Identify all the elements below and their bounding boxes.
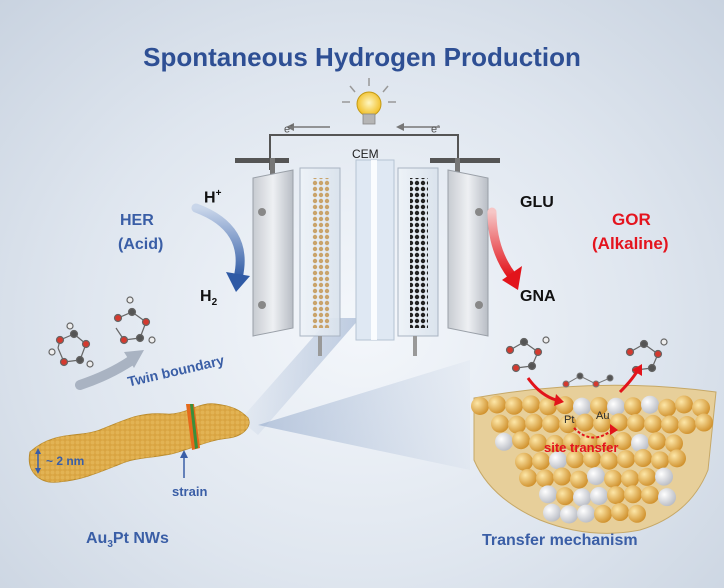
surface-atom bbox=[658, 488, 676, 506]
surface-atom bbox=[627, 414, 645, 432]
surface-atom bbox=[675, 395, 693, 413]
surface-atom bbox=[573, 488, 591, 506]
surface-atom bbox=[634, 449, 652, 467]
glucose-molecule-left-2 bbox=[115, 297, 156, 344]
anode-end-plate bbox=[448, 170, 488, 336]
gor-medium: (Alkaline) bbox=[592, 234, 669, 254]
hydrogen-label: H2 bbox=[200, 288, 217, 308]
surface-atom bbox=[631, 434, 649, 452]
surface-atom bbox=[512, 431, 530, 449]
surface-atom bbox=[607, 486, 625, 504]
surface-atom bbox=[570, 471, 588, 489]
surface-atom bbox=[508, 416, 526, 434]
pt-site-label: Pt bbox=[564, 414, 574, 426]
surface-atom bbox=[471, 397, 489, 415]
surface-atom bbox=[590, 487, 608, 505]
au3pt-nanowire bbox=[29, 404, 249, 482]
surface-atom bbox=[522, 395, 540, 413]
surface-atom bbox=[621, 470, 639, 488]
surface-atom bbox=[678, 416, 696, 434]
surface-atom bbox=[658, 399, 676, 417]
cathode-rod bbox=[235, 158, 289, 163]
surface-atom bbox=[539, 485, 557, 503]
surface-atom bbox=[638, 468, 656, 486]
surface-atom bbox=[488, 395, 506, 413]
surface-atom bbox=[644, 415, 662, 433]
surface-atom bbox=[668, 449, 686, 467]
site-transfer-label: site transfer bbox=[544, 440, 618, 455]
surface-atom bbox=[553, 468, 571, 486]
mechanism-caption: Transfer mechanism bbox=[482, 532, 638, 550]
light-bulb-icon bbox=[342, 78, 396, 124]
membrane-label: CEM bbox=[352, 147, 379, 161]
surface-atom bbox=[611, 503, 629, 521]
surface-atom bbox=[536, 469, 554, 487]
nanowire-name: Au3Pt NWs bbox=[86, 530, 169, 550]
surface-atom bbox=[560, 505, 578, 523]
gor-arrow bbox=[492, 212, 512, 276]
cathode-end-plate bbox=[253, 170, 293, 336]
glucose-molecule-left bbox=[49, 323, 93, 367]
catalyst-surface bbox=[471, 385, 716, 533]
electron-label-right: e- bbox=[431, 121, 440, 136]
surface-atom bbox=[628, 505, 646, 523]
surface-atom bbox=[556, 487, 574, 505]
surface-atom bbox=[573, 398, 591, 416]
surface-atom bbox=[587, 467, 605, 485]
surface-atom bbox=[515, 453, 533, 471]
glucose-label: GLU bbox=[520, 194, 554, 212]
surface-atom bbox=[604, 470, 622, 488]
gluconic-acid-label: GNA bbox=[520, 288, 556, 306]
surface-atom bbox=[624, 485, 642, 503]
surface-atom bbox=[617, 450, 635, 468]
surface-atom bbox=[543, 504, 561, 522]
surface-atom bbox=[661, 415, 679, 433]
surface-atom bbox=[505, 397, 523, 415]
surface-atom bbox=[651, 451, 669, 469]
surface-atom bbox=[576, 414, 594, 432]
anode-electrode bbox=[410, 178, 428, 328]
au-site-label: Au bbox=[596, 410, 609, 422]
glucose-molecule-right-1 bbox=[507, 337, 550, 372]
electron-label-left: e- bbox=[284, 121, 293, 136]
surface-atom bbox=[648, 432, 666, 450]
anode-rod bbox=[430, 158, 500, 163]
surface-atom bbox=[525, 414, 543, 432]
strain-label: strain bbox=[172, 484, 207, 499]
her-medium: (Acid) bbox=[118, 236, 163, 254]
surface-atom bbox=[655, 468, 673, 486]
surface-atom bbox=[695, 414, 713, 432]
surface-atom bbox=[594, 505, 612, 523]
surface-atom bbox=[577, 505, 595, 523]
her-arrow bbox=[196, 208, 240, 278]
her-label: HER bbox=[120, 212, 154, 230]
page-title: Spontaneous Hydrogen Production bbox=[0, 42, 724, 73]
surface-atom bbox=[495, 433, 513, 451]
gluconic-acid-molecule bbox=[627, 339, 668, 374]
diameter-label: ~ 2 nm bbox=[46, 454, 84, 468]
surface-atom bbox=[641, 486, 659, 504]
surface-atom bbox=[607, 398, 625, 416]
surface-atom bbox=[519, 469, 537, 487]
cathode-electrode bbox=[312, 178, 330, 328]
gor-label: GOR bbox=[612, 210, 651, 230]
surface-atom bbox=[542, 415, 560, 433]
surface-atom bbox=[665, 434, 683, 452]
surface-atom bbox=[491, 415, 509, 433]
proton-label: H+ bbox=[204, 188, 221, 207]
surface-atom bbox=[641, 396, 659, 414]
surface-atom bbox=[624, 397, 642, 415]
